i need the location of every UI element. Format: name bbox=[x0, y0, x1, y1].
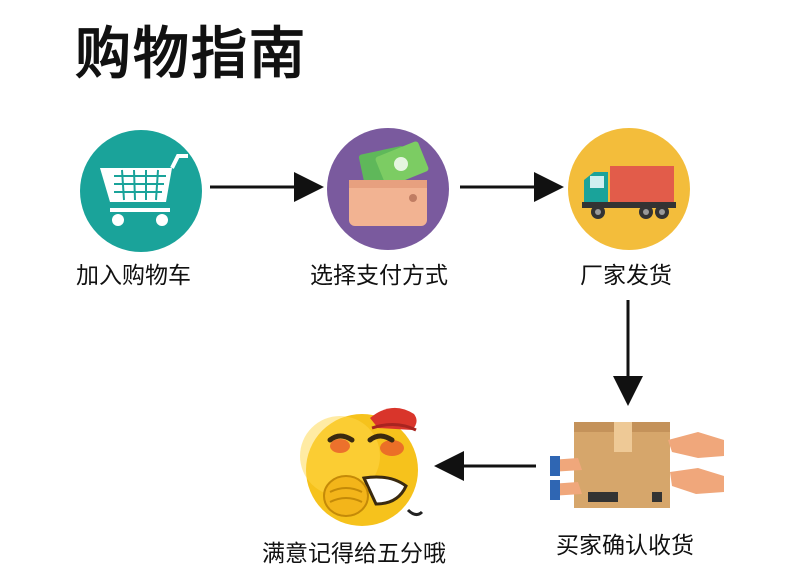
package-handover-icon bbox=[550, 422, 724, 508]
step-circle-payment bbox=[327, 128, 449, 250]
step-label-receipt: 买家确认收货 bbox=[556, 533, 694, 559]
step-circle-shipping bbox=[568, 128, 690, 250]
page-title: 购物指南 bbox=[75, 22, 307, 87]
step-graphic-review bbox=[300, 400, 430, 532]
smiley-emoji-icon bbox=[300, 407, 424, 526]
delivery-truck-icon bbox=[582, 166, 676, 219]
wallet-money-icon bbox=[349, 141, 429, 226]
step-label-payment: 选择支付方式 bbox=[310, 263, 448, 289]
step-label-review: 满意记得给五分哦 bbox=[262, 541, 446, 567]
step-label-cart: 加入购物车 bbox=[76, 263, 191, 289]
step-graphic-receipt bbox=[548, 410, 728, 520]
step-circle-cart bbox=[80, 130, 202, 252]
shopping-cart-icon bbox=[100, 154, 188, 226]
step-label-shipping: 厂家发货 bbox=[580, 263, 672, 289]
